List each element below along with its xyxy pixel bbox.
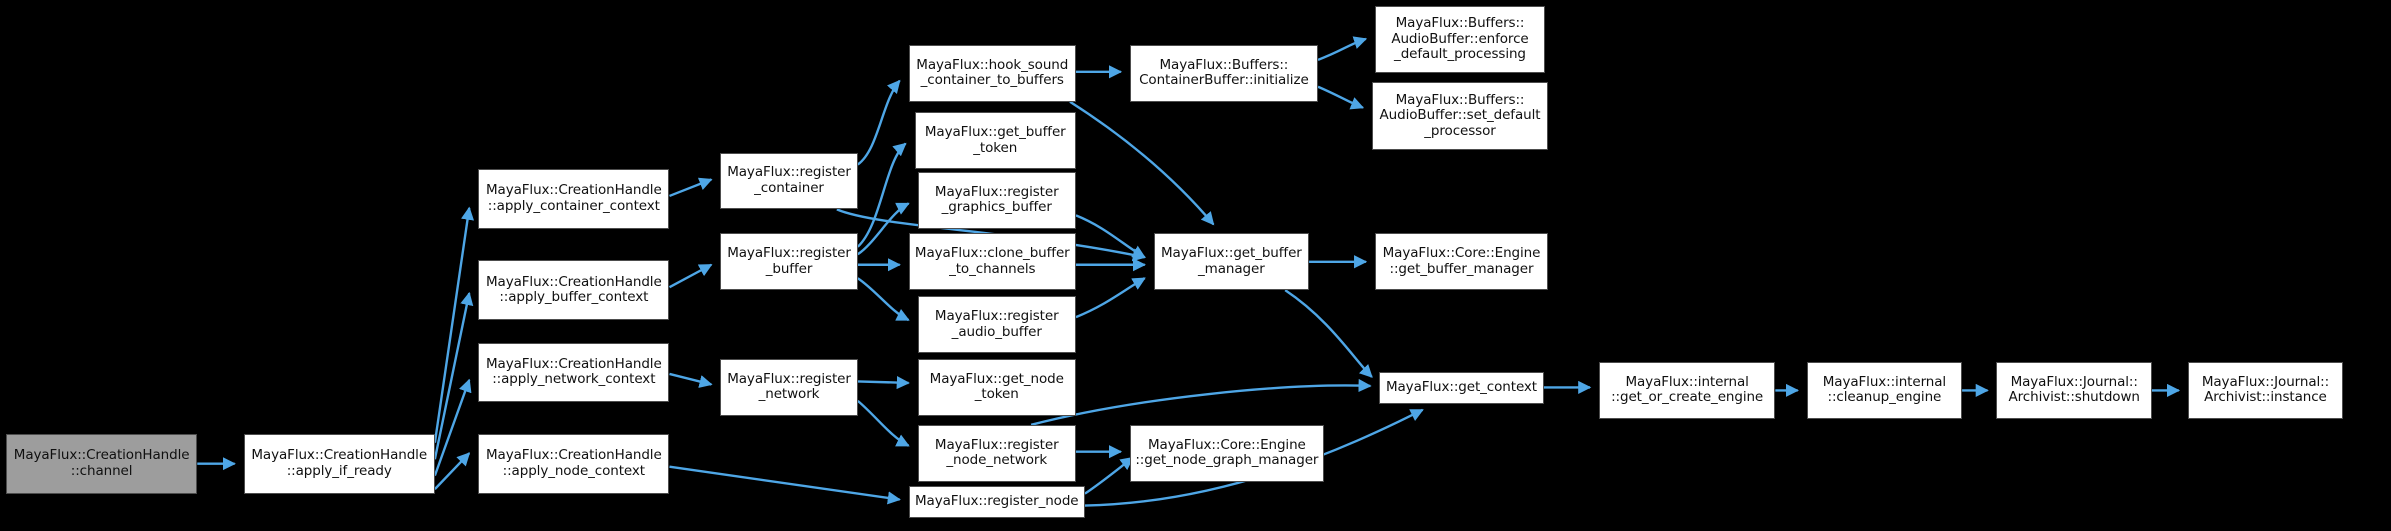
graph-node-label: MayaFlux::register _node_network	[934, 436, 1059, 469]
graph-node-register_graphics[interactable]: MayaFlux::register _graphics_buffer	[917, 172, 1076, 229]
graph-node-register_node_network[interactable]: MayaFlux::register _node_network	[917, 424, 1076, 482]
graph-node-get_node_graph_manager[interactable]: MayaFlux::Core::Engine ::get_node_graph_…	[1129, 424, 1324, 482]
graph-node-hook_sound[interactable]: MayaFlux::hook_sound _container_to_buffe…	[908, 44, 1076, 102]
graph-node-label: MayaFlux::get_buffer _manager	[1160, 245, 1302, 277]
graph-node-audiobuffer_setdefault[interactable]: MayaFlux::Buffers:: AudioBuffer::set_def…	[1371, 82, 1549, 150]
graph-edge-apply_node_ctx--register_node	[669, 465, 901, 505]
graph-node-label: MayaFlux::CreationHandle ::apply_network…	[485, 355, 662, 388]
graph-node-label: MayaFlux::internal ::cleanup_engine	[1822, 373, 1947, 406]
graph-node-label: MayaFlux::hook_sound _container_to_buffe…	[916, 56, 1069, 89]
graph-node-register_container[interactable]: MayaFlux::register _container	[720, 152, 858, 210]
graph-node-get_context[interactable]: MayaFlux::get_context	[1379, 372, 1544, 404]
graph-node-label: MayaFlux::Journal:: Archivist::shutdown	[2008, 373, 2140, 406]
graph-node-label: MayaFlux::internal ::get_or_create_engin…	[1611, 373, 1764, 406]
graph-edge-container_buffer_init--audiobuffer_enforce	[1317, 36, 1368, 61]
graph-node-label: MayaFlux::register _buffer	[727, 245, 851, 277]
graph-edge-register_network--get_node_token	[857, 375, 910, 390]
graph-node-archivist_instance[interactable]: MayaFlux::Journal:: Archivist::instance	[2187, 361, 2344, 419]
graph-edge-hook_sound--get_buffer_manager	[1069, 100, 1215, 226]
graph-edge-register_graphics--get_buffer_manager	[1075, 214, 1146, 259]
graph-node-label: MayaFlux::get_buffer _token	[924, 124, 1066, 156]
graph-node-label: MayaFlux::register _graphics_buffer	[934, 183, 1059, 216]
graph-node-label: MayaFlux::get_node _token	[929, 370, 1064, 403]
graph-edge-apply_buffer_ctx--register_buffer	[668, 263, 713, 289]
graph-edge-apply_if_ready--apply_buffer_ctx	[433, 291, 474, 460]
graph-node-label: MayaFlux::Journal:: Archivist::instance	[2201, 373, 2330, 406]
graph-edge-container_buffer_init--audiobuffer_setdefault	[1317, 85, 1365, 110]
graph-edge-apply_if_ready--apply_container_ctx	[433, 206, 475, 443]
graph-node-get_or_create_engine[interactable]: MayaFlux::internal ::get_or_create_engin…	[1598, 361, 1776, 419]
graph-node-get_buffer_token[interactable]: MayaFlux::get_buffer _token	[914, 112, 1076, 169]
graph-node-cleanup_engine[interactable]: MayaFlux::internal ::cleanup_engine	[1806, 361, 1963, 419]
graph-node-label: MayaFlux::CreationHandle ::apply_contain…	[485, 182, 662, 214]
graph-node-label: MayaFlux::register _network	[727, 370, 851, 403]
graph-node-register_buffer[interactable]: MayaFlux::register _buffer	[720, 233, 858, 291]
graph-node-audiobuffer_enforce[interactable]: MayaFlux::Buffers:: AudioBuffer::enforce…	[1374, 5, 1546, 74]
graph-node-register_audio_buffer[interactable]: MayaFlux::register _audio_buffer	[917, 296, 1076, 353]
graph-edge-register_network--register_node_network	[857, 399, 910, 447]
graph-node-label: MayaFlux::get_context	[1385, 379, 1537, 396]
graph-edge-register_node_network--get_context	[1030, 378, 1372, 426]
graph-node-register_node[interactable]: MayaFlux::register_node	[908, 486, 1085, 518]
graph-node-engine_get_buffer_mgr[interactable]: MayaFlux::Core::Engine ::get_buffer_mana…	[1374, 233, 1549, 291]
graph-node-label: MayaFlux::register_node	[914, 493, 1079, 510]
graph-node-apply_if_ready[interactable]: MayaFlux::CreationHandle ::apply_if_read…	[243, 433, 435, 494]
graph-edge-get_buffer_manager--get_context	[1284, 289, 1373, 378]
graph-edge-register_node--get_node_graph_manager	[1084, 456, 1134, 495]
graph-node-container_buffer_init[interactable]: MayaFlux::Buffers:: ContainerBuffer::ini…	[1129, 44, 1319, 102]
graph-node-label: MayaFlux::CreationHandle ::channel	[13, 447, 190, 479]
graph-node-label: MayaFlux::register _container	[727, 164, 851, 196]
graph-node-channel[interactable]: MayaFlux::CreationHandle ::channel	[5, 433, 198, 494]
graph-node-apply_network_ctx[interactable]: MayaFlux::CreationHandle ::apply_network…	[478, 342, 670, 403]
graph-node-apply_buffer_ctx[interactable]: MayaFlux::CreationHandle ::apply_buffer_…	[478, 260, 670, 321]
graph-node-archivist_shutdown[interactable]: MayaFlux::Journal:: Archivist::shutdown	[1996, 361, 2152, 419]
graph-node-get_buffer_manager[interactable]: MayaFlux::get_buffer _manager	[1153, 233, 1310, 291]
graph-edge-register_buffer--register_audio_buffer	[857, 277, 910, 322]
graph-node-get_node_token[interactable]: MayaFlux::get_node _token	[917, 358, 1076, 416]
graph-node-label: MayaFlux::Core::Engine ::get_node_graph_…	[1135, 436, 1319, 469]
graph-node-label: MayaFlux::register _audio_buffer	[934, 308, 1059, 340]
graph-node-label: MayaFlux::Buffers:: AudioBuffer::set_def…	[1379, 91, 1541, 139]
graph-node-label: MayaFlux::Buffers:: ContainerBuffer::ini…	[1139, 56, 1309, 89]
graph-node-register_network[interactable]: MayaFlux::register _network	[720, 358, 858, 416]
graph-edge-apply_network_ctx--register_network	[669, 372, 713, 388]
graph-node-label: MayaFlux::Buffers:: AudioBuffer::enforce…	[1391, 15, 1529, 63]
graph-edge-register_buffer--get_buffer_token	[856, 142, 907, 248]
graph-node-label: MayaFlux::CreationHandle ::apply_if_read…	[251, 447, 428, 479]
graph-node-label: MayaFlux::CreationHandle ::apply_buffer_…	[485, 273, 662, 306]
graph-node-label: MayaFlux::CreationHandle ::apply_node_co…	[485, 447, 662, 479]
graph-node-label: MayaFlux::clone_buffer _to_channels	[914, 245, 1070, 277]
graph-node-clone_buffer[interactable]: MayaFlux::clone_buffer _to_channels	[908, 233, 1076, 291]
graph-edge-apply_container_ctx--register_container	[669, 177, 713, 198]
graph-edge-register_buffer--register_graphics	[857, 202, 910, 256]
graph-node-apply_container_ctx[interactable]: MayaFlux::CreationHandle ::apply_contain…	[478, 169, 670, 229]
graph-node-apply_node_ctx[interactable]: MayaFlux::CreationHandle ::apply_node_co…	[478, 433, 670, 494]
graph-edge-register_container--hook_sound	[857, 79, 901, 166]
graph-edge-register_audio_buffer--get_buffer_manager	[1075, 277, 1146, 319]
graph-edge-apply_if_ready--apply_node_ctx	[433, 452, 471, 490]
graph-edge-apply_if_ready--apply_network_ctx	[433, 378, 472, 477]
graph-node-label: MayaFlux::Core::Engine ::get_buffer_mana…	[1382, 245, 1541, 277]
